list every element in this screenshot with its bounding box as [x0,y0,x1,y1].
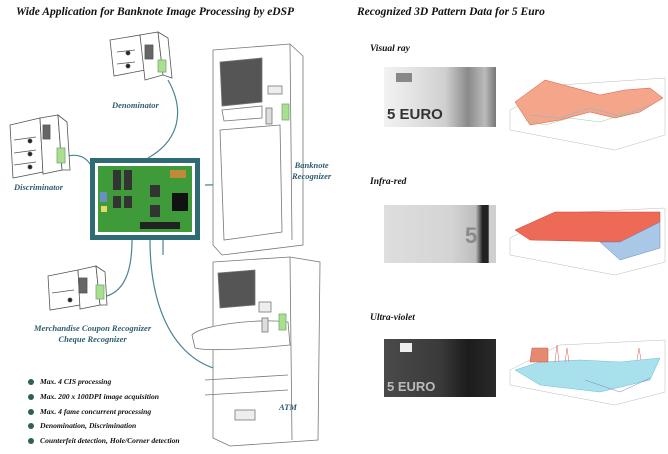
denominator-label: Denominator [112,100,159,110]
discriminator-label: Discriminator [14,182,64,192]
bullet-icon [28,423,34,430]
feature-item: Max. 200 x 100DPI image acquisition [28,391,180,406]
connector-denominator [147,79,179,159]
bullet-icon [28,393,34,400]
bullet-icon [28,379,34,385]
note-denomination: 5 [465,223,478,248]
left-title: Wide Application for Banknote Image Proc… [16,6,295,18]
feature-item: Max. 4 CIS processing [28,376,180,391]
edsp-board [90,158,200,240]
ultra-violet-label: Ultra-violet [370,313,415,323]
banknote-infra-red-image: 5 [384,205,496,263]
banknote-recognizer-label: Banknote Recognizer [292,160,332,181]
coupon-cheque-recognizer-label: Merchandise Coupon Recognizer Cheque Rec… [34,323,152,344]
connector-coupon [106,239,133,297]
feature-list: Max. 4 CIS processing Max. 200 x 100DPI … [28,376,180,450]
plot-ultra-violet [509,339,666,406]
bullet-icon [28,408,34,415]
feature-item: Max. 4 fame concurrent processing [28,406,180,421]
note-denomination: 5 EURO [387,106,443,123]
banknote-visual-ray-image: 5 EURO [384,67,496,127]
banknote-ultra-violet-image: 5 EURO [384,339,496,397]
visual-ray-label: Visual ray [370,44,410,54]
right-title: Recognized 3D Pattern Data for 5 Euro [357,6,545,18]
atm-machine [191,256,321,447]
bullet-icon [28,438,34,445]
plot-infra-red [509,207,666,276]
discriminator-machine [9,114,71,179]
plot-visual-ray [509,77,666,151]
feature-item: Denomination, Discrimination [28,420,180,435]
infra-red-label: Infra-red [370,177,407,187]
denominator-machine [109,31,173,81]
feature-item: Counterfeit detection, Hole/Corner detec… [28,435,180,450]
banknote-recognizer-kiosk [212,43,304,256]
coupon-recognizer-machine [47,265,108,311]
atm-label: ATM [279,402,297,412]
note-denomination: 5 EURO [387,379,436,394]
